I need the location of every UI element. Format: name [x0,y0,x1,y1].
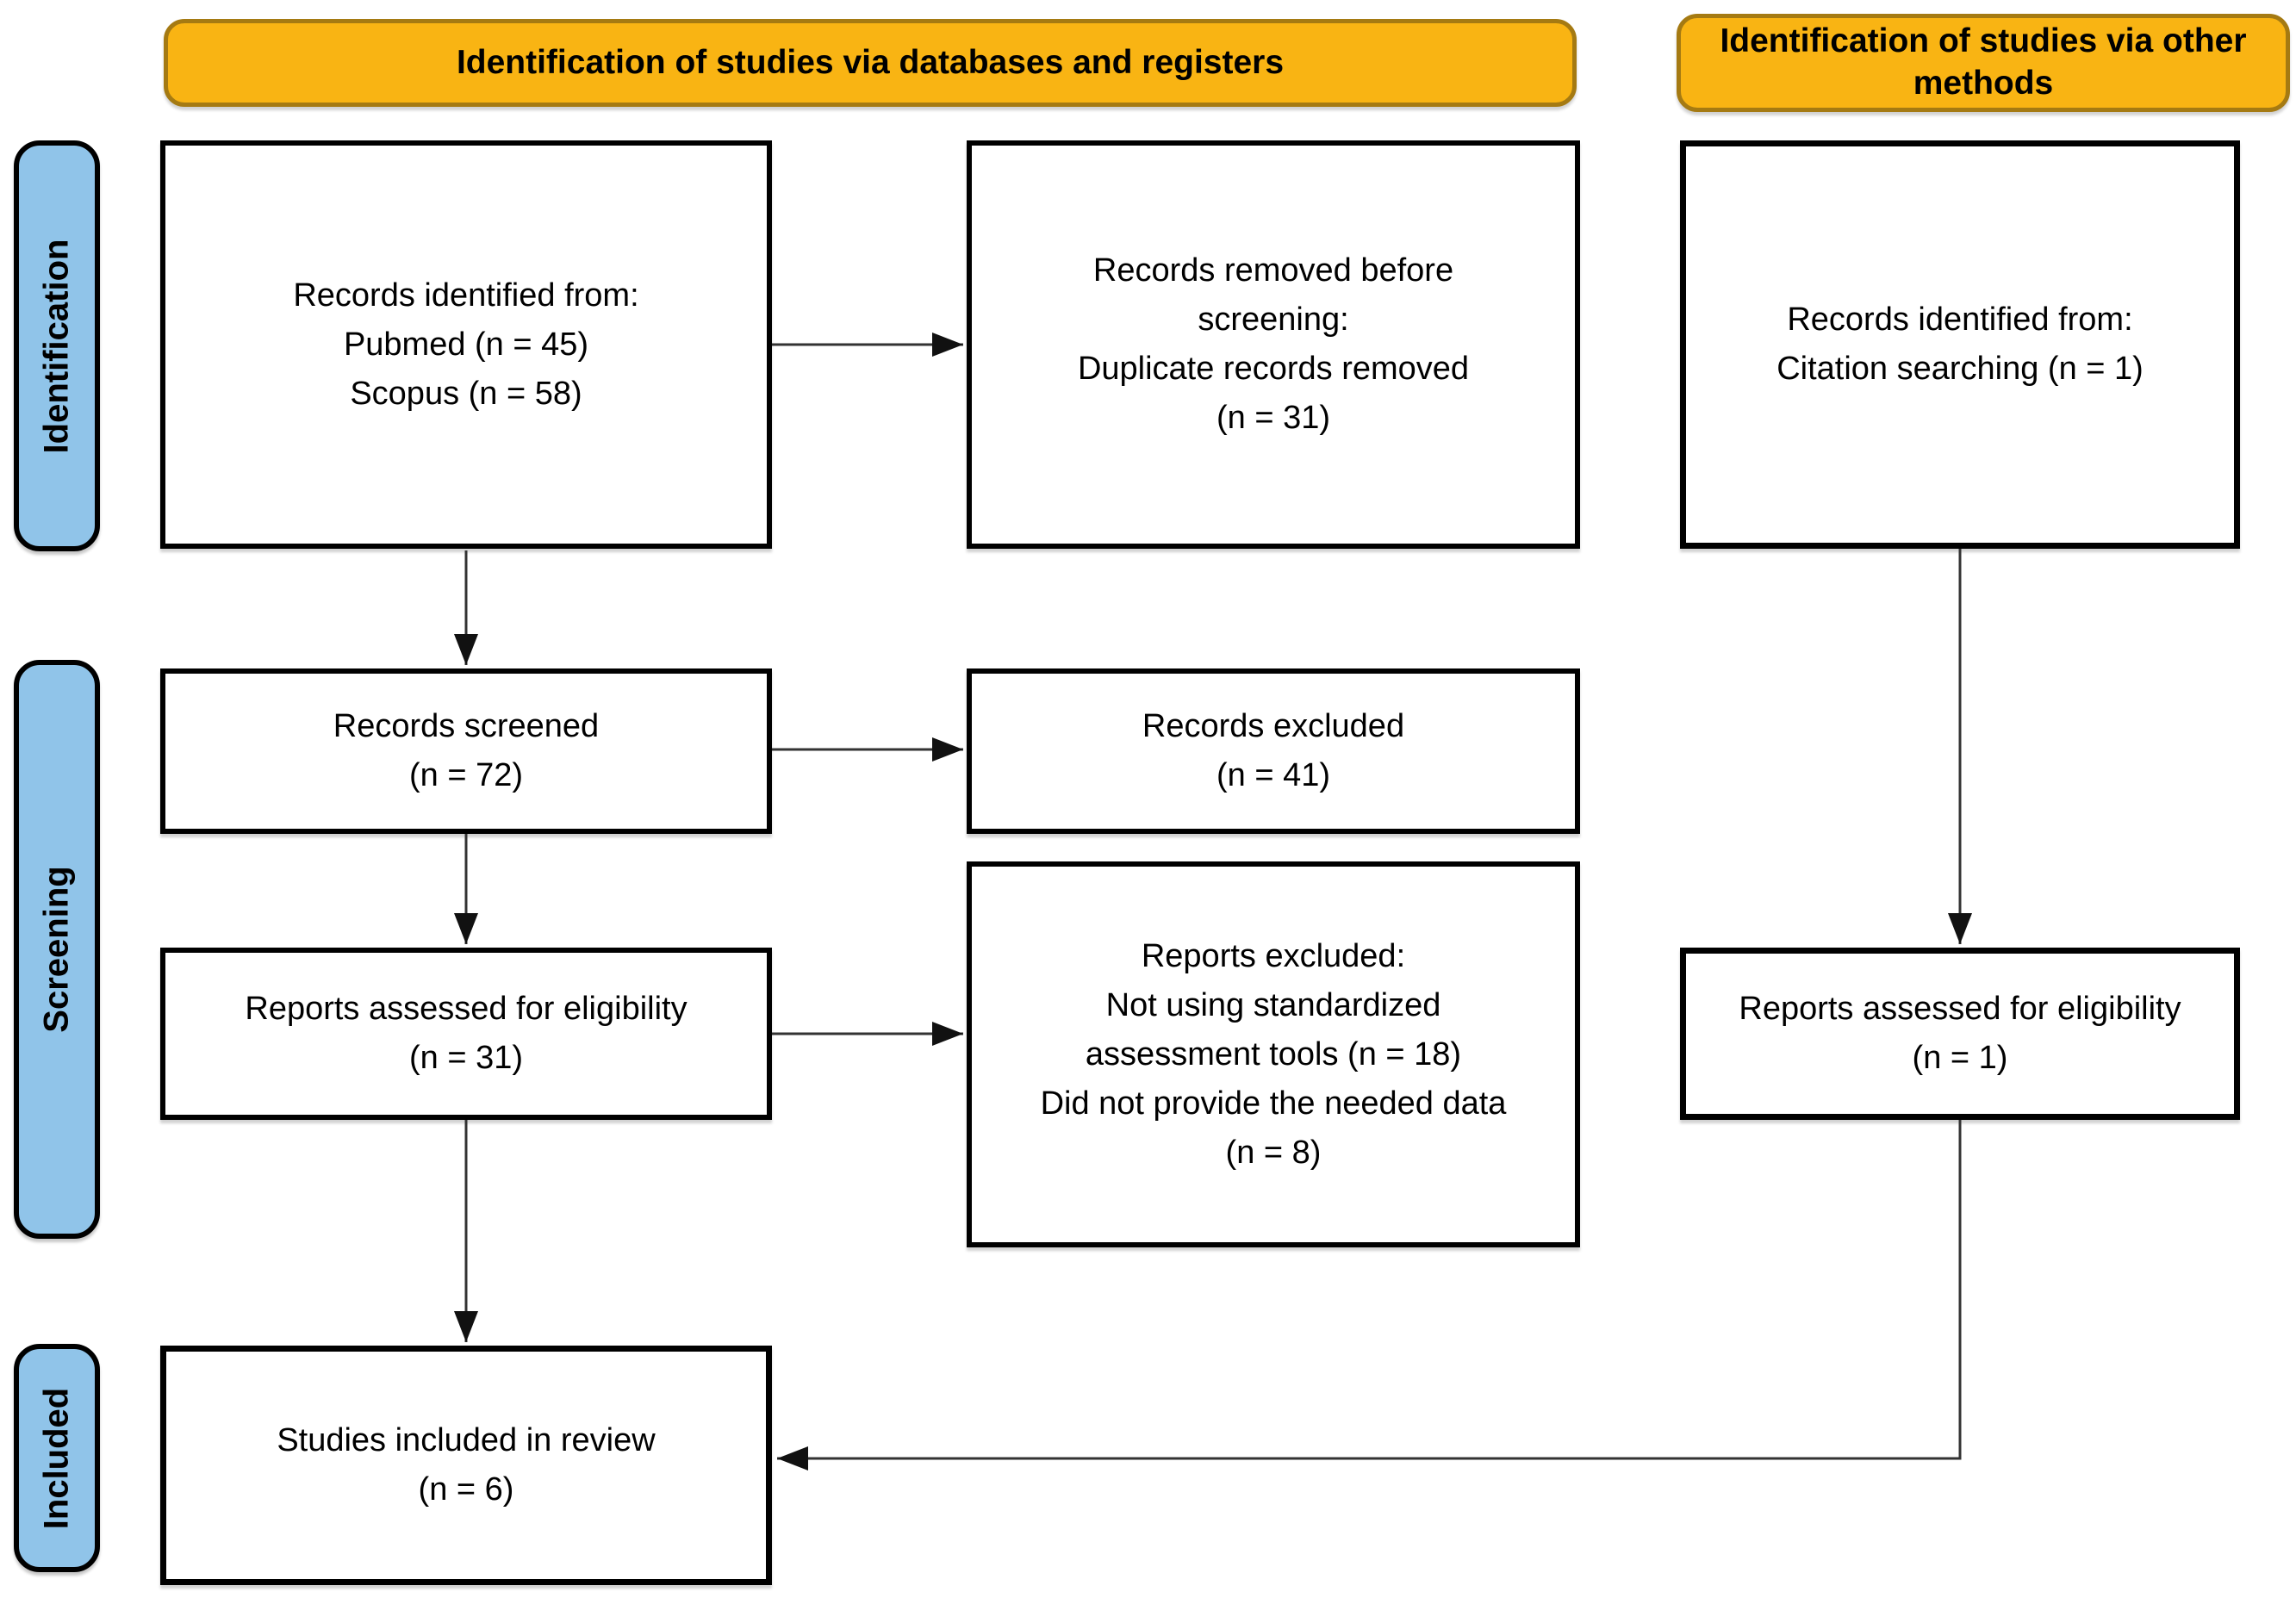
box-text-line: (n = 41) [1216,757,1331,793]
header-banner-other-methods: Identification of studies via other meth… [1677,14,2290,112]
box-text-line: Records screened [333,708,600,744]
box-text-line: Reports assessed for eligibility [245,991,688,1027]
box-text-line: (n = 72) [408,757,524,793]
box-citation-identified: Records identified from: Citation search… [1680,140,2240,549]
box-text-line: assessment tools (n = 18) [1085,1035,1462,1073]
box-text-line: (n = 31) [408,1040,524,1076]
box-reports-assessed: Reports assessed for eligibility (n = 31… [160,948,772,1120]
box-text-line: Pubmed (n = 45) [343,326,589,363]
box-text-line: Records excluded [1142,708,1405,744]
box-reports-excluded: Reports excluded: Not using standardized… [967,861,1580,1247]
box-text-line: Records removed before [1092,252,1454,289]
box-text-line: Duplicate records removed [1077,351,1470,387]
box-text-line: Reports excluded: [1141,937,1406,974]
box-text-line: Citation searching (n = 1) [1776,351,2144,387]
box-text-line: Scopus (n = 58) [350,375,582,412]
stage-tab-included: Included [14,1344,100,1572]
box-text-line: Records identified from: [293,277,639,314]
box-text-line: Records identified from: [1787,302,2133,338]
box-text-line: (n = 6) [418,1471,514,1508]
box-text-line: (n = 1) [1912,1040,2008,1076]
box-records-identified: Records identified from: Pubmed (n = 45)… [160,140,772,549]
stage-tab-screening: Screening [14,660,100,1239]
box-records-screened: Records screened (n = 72) [160,668,772,834]
stage-label-screening: Screening [37,866,76,1033]
box-text-line: Studies included in review [277,1422,656,1458]
box-citation-assessed: Reports assessed for eligibility (n = 1) [1680,948,2240,1120]
box-text-line: Reports assessed for eligibility [1739,991,2181,1027]
stage-label-identification: Identification [37,239,76,453]
box-text-line: screening: [1198,302,1349,338]
box-text-line: Did not provide the needed data [1040,1085,1507,1122]
box-records-excluded: Records excluded (n = 41) [967,668,1580,834]
stage-tab-identification: Identification [14,140,100,551]
box-text-line: (n = 8) [1225,1134,1322,1171]
box-studies-included: Studies included in review (n = 6) [160,1346,772,1585]
box-text-line: Not using standardized [1105,986,1441,1023]
header-banner-databases: Identification of studies via databases … [164,19,1577,107]
box-text-line: (n = 31) [1216,400,1331,436]
box-records-removed: Records removed before screening: Duplic… [967,140,1580,549]
stage-label-included: Included [37,1387,76,1529]
